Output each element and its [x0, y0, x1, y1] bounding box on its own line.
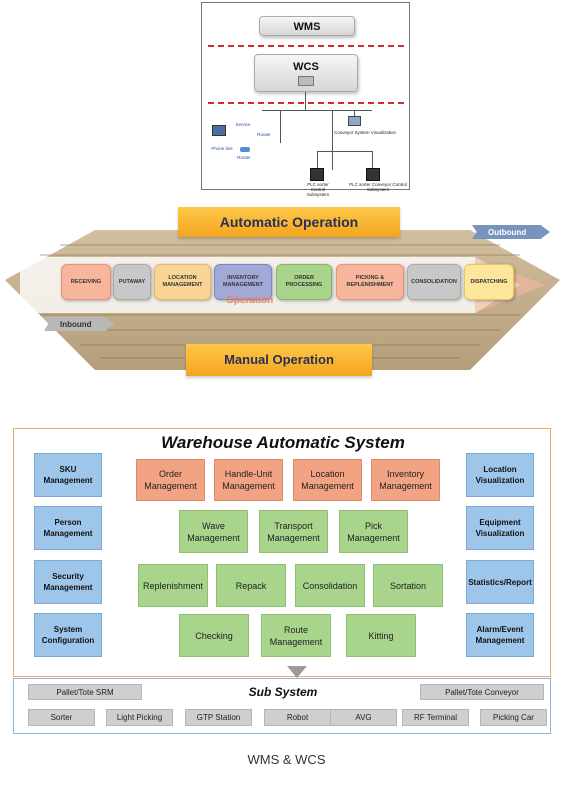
wire	[262, 110, 372, 111]
wire	[305, 92, 306, 110]
robot-box: Robot	[264, 709, 331, 726]
monitor-icon	[348, 116, 361, 126]
replenishment-box: Replenishment	[138, 564, 208, 607]
conveyor-visualization-label: Conveyor System Visualization	[334, 130, 396, 135]
picking-car-box: Picking Car	[480, 709, 547, 726]
wire	[317, 151, 372, 152]
process-putaway: PUTAWAY	[113, 264, 151, 300]
system-configuration-box: System Configuration	[34, 613, 102, 657]
wcs-label: WCS	[293, 61, 319, 73]
divider-line-1	[208, 45, 404, 47]
wcs-box: WCS	[254, 54, 358, 92]
location-visualization-box: Location Visualization	[466, 453, 534, 497]
person-management-box: Person Management	[34, 506, 102, 550]
process-receiving: RECEIVING	[61, 264, 111, 300]
sub-system-title: Sub System	[248, 685, 318, 699]
phone-line-label: Phone line	[211, 146, 233, 151]
wire	[317, 151, 318, 171]
wms-label: WMS	[293, 21, 321, 33]
process-consolidation: CONSOLIDATION	[407, 264, 461, 300]
consolidation-box: Consolidation	[295, 564, 365, 607]
outbound-label: Outbound	[488, 227, 527, 237]
avg-box: AVG	[330, 709, 397, 726]
down-arrow-icon	[287, 666, 307, 678]
transport-management-box: Transport Management	[259, 510, 328, 553]
checking-box: Checking	[179, 614, 249, 657]
was-title: Warehouse Automatic System	[161, 433, 405, 452]
wire	[280, 110, 281, 143]
light-picking-box: Light Picking	[106, 709, 173, 726]
process-order-processing: ORDER PROCESSING	[276, 264, 332, 300]
warehouse-automatic-system-panel: Warehouse Automatic System SKU Managemen…	[13, 428, 551, 677]
kitting-box: Kitting	[346, 614, 416, 657]
equipment-visualization-box: Equipment Visualization	[466, 506, 534, 550]
sorter-box: Sorter	[28, 709, 95, 726]
router-label-2: Router	[237, 155, 251, 160]
service-label: Service	[235, 122, 251, 127]
order-management-box: Order Management	[136, 459, 205, 501]
security-management-box: Security Management	[34, 560, 102, 604]
computer-icon	[212, 125, 226, 136]
statistics-report-box: Statistics/Report	[466, 560, 534, 604]
plc-icon	[366, 168, 380, 181]
handle-unit-management-box: Handle-Unit Management	[214, 459, 283, 501]
alarm-event-management-box: Alarm/Event Management	[466, 613, 534, 657]
architecture-diagram: WMS WCS Service Router Phone line Router…	[201, 2, 410, 197]
process-picking-replenishment: PICKING & REPLENISHMENT	[336, 264, 404, 300]
location-management-box: Location Management	[293, 459, 362, 501]
sku-management-box: SKU Management	[34, 453, 102, 497]
figure-caption: WMS & WCS	[247, 752, 326, 767]
plc-sorter-conveyor-label: PLC sorter Conveyor Control Subsystem	[349, 182, 407, 192]
automatic-operation-banner: Automatic Operation	[178, 207, 400, 237]
inbound-label: Inbound	[60, 319, 92, 329]
sub-system-panel: Sub System Pallet/Tote SRM Pallet/Tote C…	[13, 678, 551, 734]
pick-management-box: Pick Management	[339, 510, 408, 553]
repack-box: Repack	[216, 564, 286, 607]
inventory-management-box: Inventory Management	[371, 459, 440, 501]
rf-terminal-box: RF Terminal	[402, 709, 469, 726]
divider-line-2	[208, 102, 404, 104]
warehouse-illustration: Automatic Operation Outbound RECEIVING P…	[0, 195, 573, 390]
process-dispatching: DISPATCHING	[464, 264, 514, 300]
pallet-tote-conveyor-box: Pallet/Tote Conveyor	[420, 684, 544, 700]
router-label: Router	[257, 132, 271, 137]
gtp-station-box: GTP Station	[185, 709, 252, 726]
wire	[372, 151, 373, 171]
wave-management-box: Wave Management	[179, 510, 248, 553]
manual-operation-banner: Manual Operation	[186, 344, 372, 376]
route-management-box: Route Management	[261, 614, 331, 657]
sortation-box: Sortation	[373, 564, 443, 607]
process-location-management: LOCATION MANAGEMENT	[154, 264, 211, 300]
outbound-arrow: Outbound	[472, 225, 550, 239]
wire	[332, 110, 333, 170]
process-inventory-management: INVENTORY MANAGEMENT	[214, 264, 272, 300]
pallet-tote-srm-box: Pallet/Tote SRM	[28, 684, 142, 700]
server-icon	[298, 76, 314, 86]
plc-icon	[310, 168, 324, 181]
operation-label: Operation	[226, 295, 274, 306]
inbound-arrow: Inbound	[44, 317, 114, 331]
plc-sorter-label: PLC sorter Control Subsystem	[306, 182, 330, 197]
router-icon	[240, 147, 250, 152]
wms-box: WMS	[259, 16, 355, 36]
